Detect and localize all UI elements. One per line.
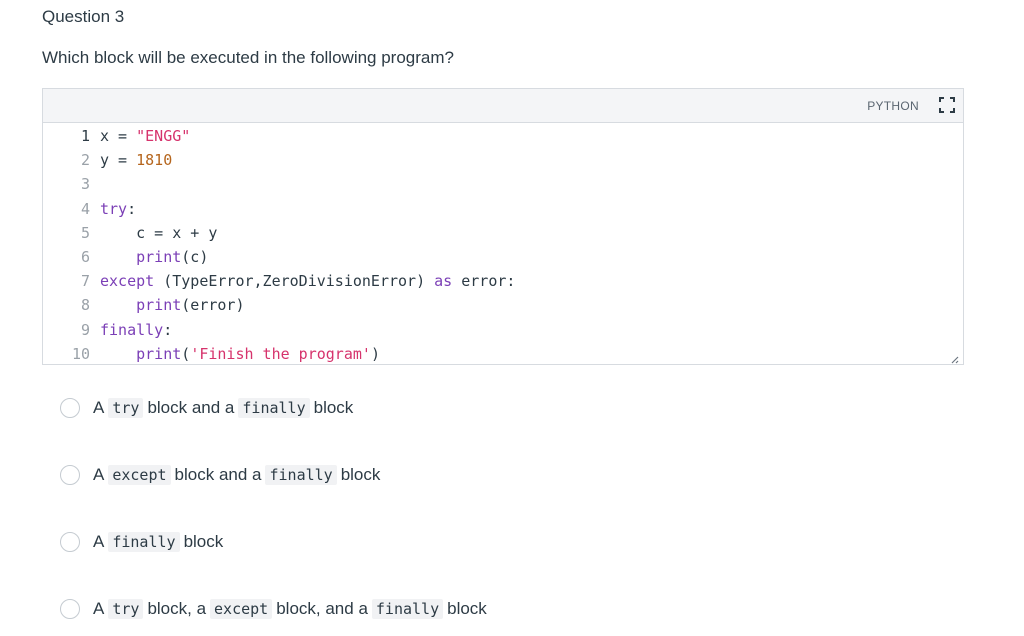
line-number: 3 bbox=[80, 175, 90, 194]
answer-option-4[interactable]: A try block, a except block, and a final… bbox=[60, 597, 487, 621]
answer-option-1[interactable]: A try block and a finally block bbox=[60, 396, 353, 420]
question-text: Which block will be executed in the foll… bbox=[42, 48, 454, 67]
answer-option-2[interactable]: A except block and a finally block bbox=[60, 463, 380, 487]
code-line: 3 bbox=[43, 172, 963, 196]
language-label: PYTHON bbox=[867, 99, 919, 113]
code-line: 8 print(error) bbox=[43, 293, 963, 317]
line-number: 10 bbox=[71, 344, 90, 363]
line-number: 6 bbox=[80, 247, 90, 266]
radio-button[interactable] bbox=[60, 465, 80, 485]
expand-icon[interactable] bbox=[939, 97, 955, 113]
code-line: 10 print('Finish the program') bbox=[43, 342, 963, 366]
code-line: 6 print(c) bbox=[43, 245, 963, 269]
editor-header: PYTHON bbox=[43, 89, 963, 123]
line-number: 1 bbox=[80, 127, 90, 145]
line-number: 4 bbox=[80, 199, 90, 218]
radio-button[interactable] bbox=[60, 532, 80, 552]
resize-handle-icon[interactable] bbox=[949, 351, 959, 364]
answer-option-3[interactable]: A finally block bbox=[60, 530, 223, 554]
line-number: 2 bbox=[80, 151, 90, 170]
radio-button[interactable] bbox=[60, 599, 80, 619]
line-number: 9 bbox=[80, 320, 90, 339]
line-number: 7 bbox=[80, 272, 90, 291]
line-number: 8 bbox=[80, 296, 90, 315]
radio-button[interactable] bbox=[60, 398, 80, 418]
code-line: 5 c = x + y bbox=[43, 221, 963, 245]
line-number: 5 bbox=[80, 223, 90, 242]
question-title: Question 3 bbox=[42, 7, 125, 26]
